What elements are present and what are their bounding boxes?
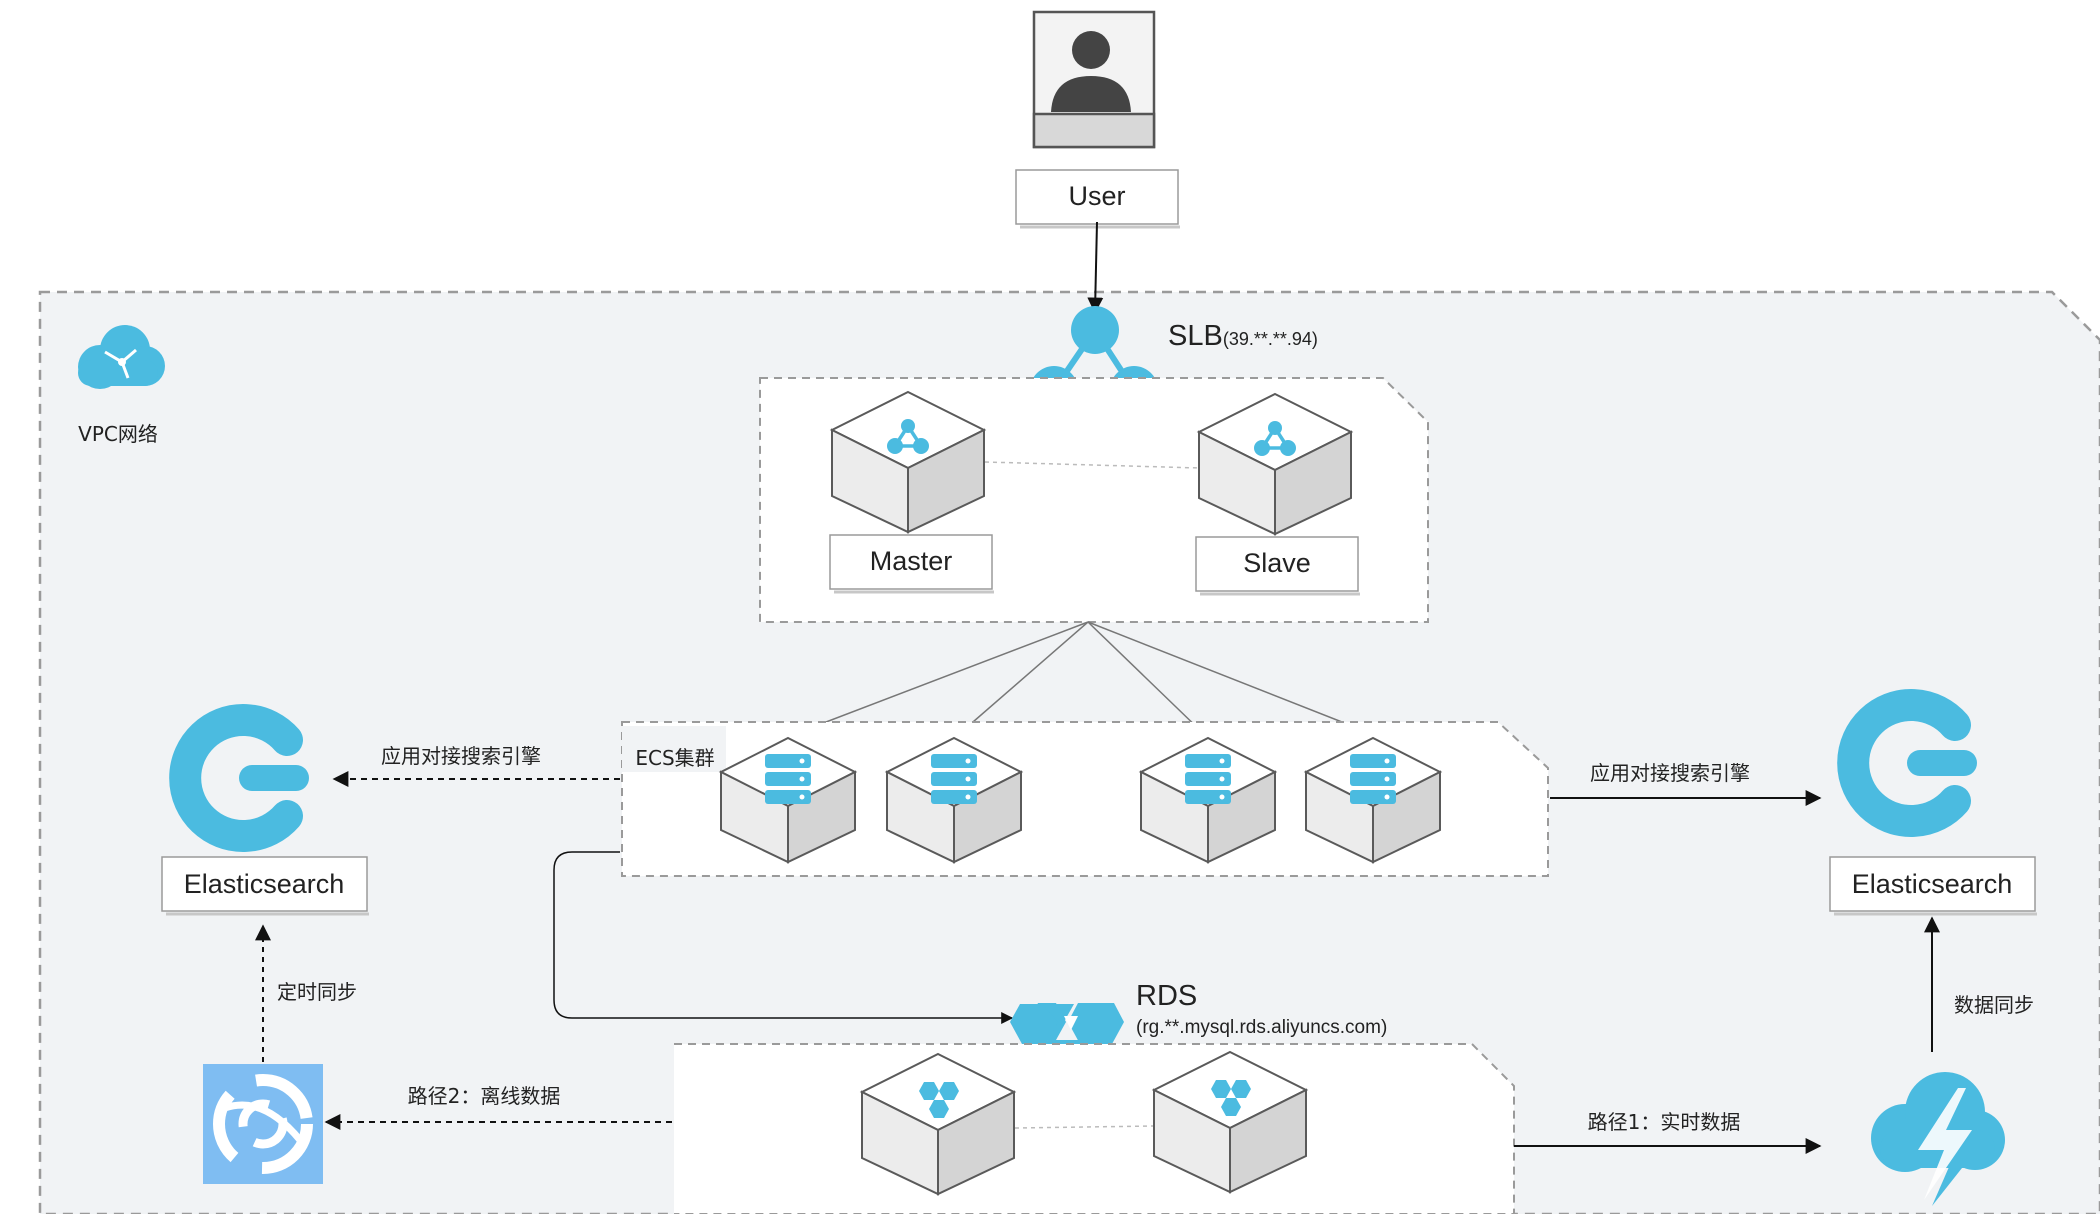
user-label-box	[1015, 169, 1179, 225]
ecs-label-bg	[622, 726, 726, 772]
edge-label-app-right: 应用对接搜索引擎	[1590, 761, 1750, 785]
edge-ecs-rds	[553, 851, 1014, 1024]
slb-ecs-links	[791, 621, 1376, 736]
es-right-label-box	[1829, 856, 2036, 912]
rds-group	[674, 1043, 1515, 1214]
slave-label-box	[1195, 536, 1359, 592]
master-label-box	[829, 534, 993, 590]
es-left-label: Elasticsearch	[184, 869, 345, 899]
edge-user-slb	[1087, 221, 1104, 314]
vpc-label: VPC网络	[78, 422, 158, 446]
edge-label-path2: 路径2：离线数据	[408, 1084, 561, 1108]
edge-label-path1: 路径1：实时数据	[1588, 1110, 1741, 1134]
es-left-label-box	[161, 856, 368, 912]
ecs-group	[621, 721, 1549, 877]
master-label: Master	[870, 546, 953, 576]
master-slave-link	[984, 461, 1201, 469]
slb-name: SLB	[1168, 320, 1223, 352]
slave-label: Slave	[1243, 548, 1311, 578]
dts-cloud-bolt-icon	[1871, 1072, 2005, 1206]
edge-label-data-sync: 数据同步	[1954, 993, 2034, 1017]
edge-label-app-left: 应用对接搜索引擎	[381, 744, 541, 768]
es-right-label: Elasticsearch	[1852, 869, 2013, 899]
slb-ip: (39.**.**.94)	[1223, 329, 1318, 349]
edge-label-timed-sync: 定时同步	[277, 980, 357, 1004]
cloud-icon	[78, 325, 165, 389]
user-avatar	[1032, 10, 1156, 149]
user-label: User	[1068, 181, 1125, 211]
datax-icon	[203, 1064, 323, 1184]
rds-host: (rg.**.mysql.rds.aliyuncs.com)	[1136, 1017, 1387, 1038]
rds-name: RDS	[1136, 980, 1197, 1012]
ecs-label: ECS集群	[635, 746, 714, 770]
slb-label: SLB(39.**.**.94)	[1168, 320, 1318, 352]
